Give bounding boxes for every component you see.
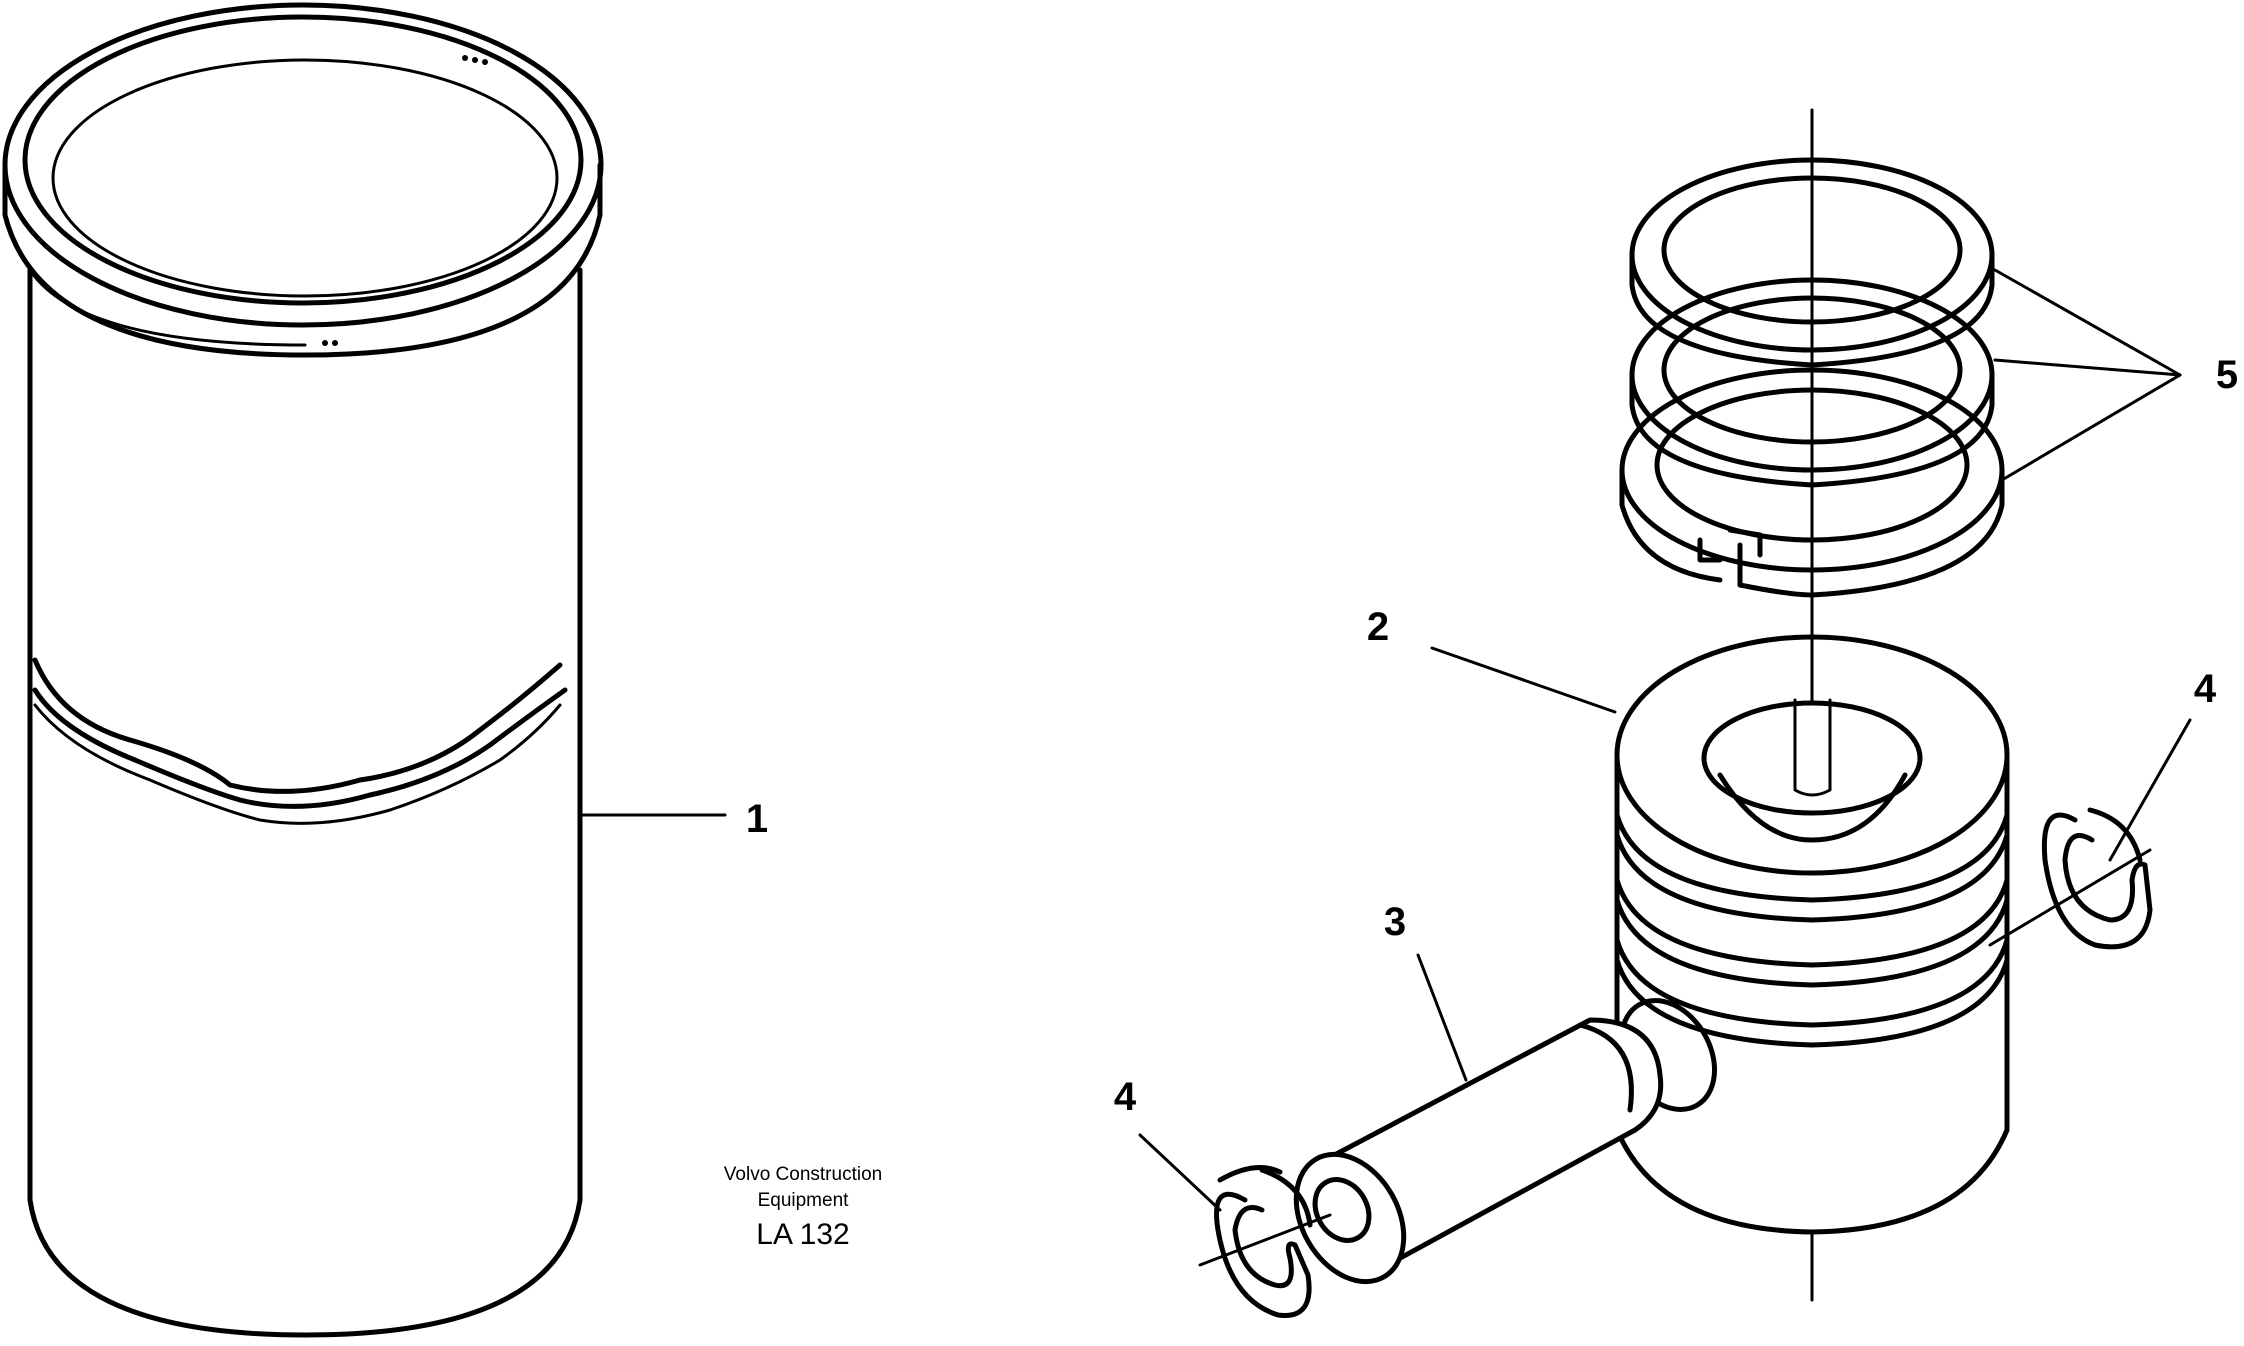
callout-gudgeon-pin: 3: [1384, 900, 1406, 944]
caption-brand-line1: Volvo Construction: [724, 1164, 882, 1185]
circlip-right: [2041, 807, 2153, 950]
callout-piston: 2: [1367, 605, 1389, 649]
callout-liner: 1: [746, 797, 768, 841]
piston: [1614, 634, 2010, 1302]
gudgeon-pin: [1198, 848, 2152, 1285]
leader-lines: [581, 268, 2192, 1212]
caption-drawing-code: LA 132: [756, 1218, 849, 1251]
circlip-left: [1214, 1165, 1313, 1318]
callout-piston-rings: 5: [2216, 353, 2238, 397]
callout-circlip-right: 4: [2194, 667, 2217, 711]
callout-circlip-left: 4: [1114, 1075, 1137, 1119]
caption-brand-line2: Equipment: [758, 1190, 850, 1211]
piston-rings: [1619, 108, 2005, 702]
cylinder-liner: [2, 2, 604, 1338]
